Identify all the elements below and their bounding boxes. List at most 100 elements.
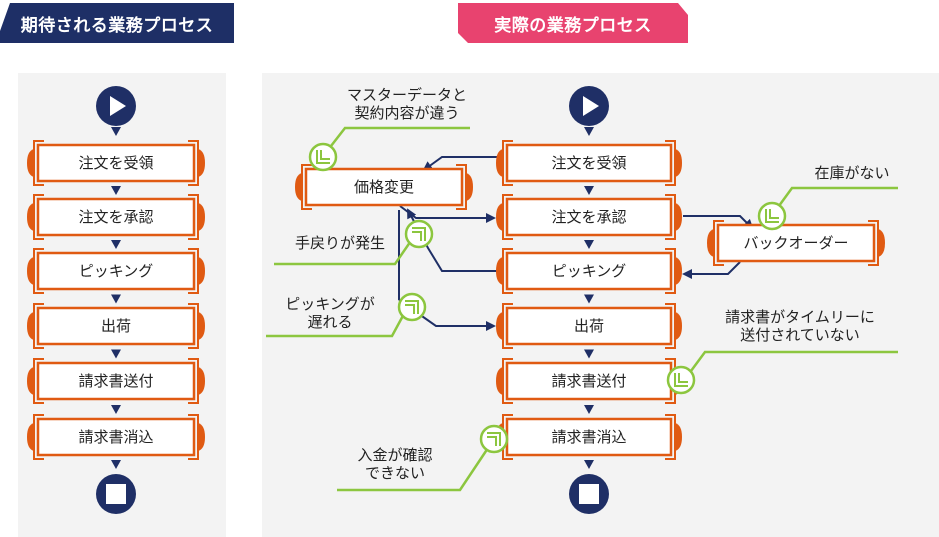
expected-step-6: 請求書消込: [27, 414, 205, 460]
flow-arrow-down: [111, 460, 121, 469]
actual-process-title: 実際の業務プロセス: [494, 15, 652, 36]
flow-arrow-down: [584, 127, 594, 136]
flow-arrow-down: [111, 186, 121, 195]
actual-step-6: 請求書消込: [496, 414, 682, 460]
box-frame: [304, 167, 464, 207]
box-label: 請求書消込: [78, 428, 153, 446]
flow-arrow-down: [584, 349, 594, 359]
flow-arrow-down: [111, 405, 121, 414]
callout-picking-delay: [266, 311, 407, 338]
box-label: 注文を受領: [78, 154, 153, 172]
box-bracket-right-fill: [466, 173, 473, 201]
box-bracket-right-fill: [675, 312, 682, 340]
label-payment-unconfirmed-line-2: できない: [365, 464, 425, 482]
label-picking-delay-line-1: ピッキングが: [285, 295, 375, 313]
actual-step-1: 注文を受領: [496, 140, 682, 186]
callout-payment-unconfirmed: [337, 444, 492, 492]
arrow-receive-to-price: [422, 156, 500, 172]
issue-icon-no-stock: [757, 201, 787, 231]
box-bracket-right-fill: [198, 367, 205, 395]
box-frame: [716, 223, 876, 263]
flow-arrow-down: [584, 294, 594, 304]
flow-arrow-down: [584, 460, 594, 469]
box-label: 価格変更: [354, 178, 414, 196]
expected-step-2: 注文を承認: [27, 194, 205, 240]
flow-arrow-down: [111, 127, 121, 136]
issue-icon-invoice-late: [666, 365, 696, 395]
box-label: 請求書消込: [551, 428, 626, 446]
issue-icon-master-data: [308, 142, 338, 172]
corner-up-right-icon: [412, 227, 426, 241]
flow-arrow-down: [111, 349, 121, 359]
box-label: 注文を承認: [78, 208, 153, 226]
label-invoice-late-line-2: 送付されていない: [740, 326, 860, 344]
corner-up-right-icon: [405, 300, 419, 314]
box-bracket-right-fill: [675, 203, 682, 231]
box-frame: [505, 306, 673, 346]
box-label: 出荷: [101, 317, 131, 335]
corner-down-left-icon: [316, 150, 330, 164]
corner-down-left-icon: [674, 373, 688, 387]
backorder-box: バックオーダー: [707, 220, 885, 266]
box-bracket-left-fill: [496, 367, 503, 395]
label-master-data-line-1: マスターデータと: [347, 86, 467, 104]
actual-end: [569, 474, 609, 514]
issue-icon-picking-delay: [397, 292, 427, 322]
box-frame: [36, 361, 196, 401]
flow-arrow-down: [584, 240, 594, 249]
issue-circle: [397, 292, 427, 322]
box-bracket-left-fill: [707, 229, 714, 257]
callout-no-stock: [774, 186, 898, 211]
corner-down-left-icon: [765, 209, 779, 223]
box-frame: [505, 251, 673, 291]
box-frame: [505, 361, 673, 401]
actual-step-5: 請求書送付: [496, 358, 682, 404]
arrow-price-to-approve: [399, 205, 496, 223]
box-label: 請求書送付: [78, 372, 153, 390]
label-master-data-line-2: 契約内容が違う: [354, 104, 459, 122]
corner-up-right-inner-icon: [405, 304, 415, 314]
expected-step-1: 注文を受領: [27, 140, 205, 186]
play-icon: [110, 96, 126, 116]
box-bracket-left-fill: [27, 312, 34, 340]
box-label: ピッキング: [552, 262, 627, 280]
issue-circle: [404, 219, 434, 249]
box-frame: [505, 143, 673, 183]
corner-up-right-inner-icon: [487, 436, 497, 446]
actual-step-2: 注文を承認: [496, 194, 682, 240]
corner-down-left-inner-icon: [769, 209, 779, 219]
box-frame: [36, 417, 196, 457]
stop-icon: [579, 484, 599, 504]
box-bracket-right-fill: [878, 229, 885, 257]
flow-arrow-down: [111, 294, 121, 304]
box-frame: [36, 143, 196, 183]
flow-arrow-down: [584, 405, 594, 414]
label-invoice-late-line-1: 請求書がタイムリーに: [725, 308, 875, 326]
box-bracket-right-fill: [675, 149, 682, 177]
corner-down-left-inner-icon: [678, 373, 688, 383]
box-bracket-left-fill: [27, 203, 34, 231]
expected-end: [96, 474, 136, 514]
issue-circle: [666, 365, 696, 395]
box-bracket-right-fill: [198, 149, 205, 177]
box-bracket-left-fill: [295, 173, 302, 201]
box-bracket-left-fill: [27, 423, 34, 451]
issue-circle: [479, 424, 509, 454]
label-no-stock-line-1: 在庫がない: [814, 164, 889, 182]
stop-icon: [106, 484, 126, 504]
box-frame: [36, 306, 196, 346]
actual-step-4: 出荷: [496, 303, 682, 349]
box-bracket-left-fill: [496, 149, 503, 177]
box-frame: [36, 251, 196, 291]
box-bracket-right-fill: [675, 423, 682, 451]
expected-process-header: 期待される業務プロセス: [0, 3, 234, 43]
box-bracket-right-fill: [198, 312, 205, 340]
label-payment-unconfirmed-line-1: 入金が確認: [357, 446, 432, 464]
box-label: バックオーダー: [743, 234, 848, 252]
box-bracket-left-fill: [496, 312, 503, 340]
expected-step-5: 請求書送付: [27, 358, 205, 404]
expected-start: [96, 86, 136, 126]
box-bracket-right-fill: [198, 423, 205, 451]
issue-icon-payment-unconfirmed: [479, 424, 509, 454]
